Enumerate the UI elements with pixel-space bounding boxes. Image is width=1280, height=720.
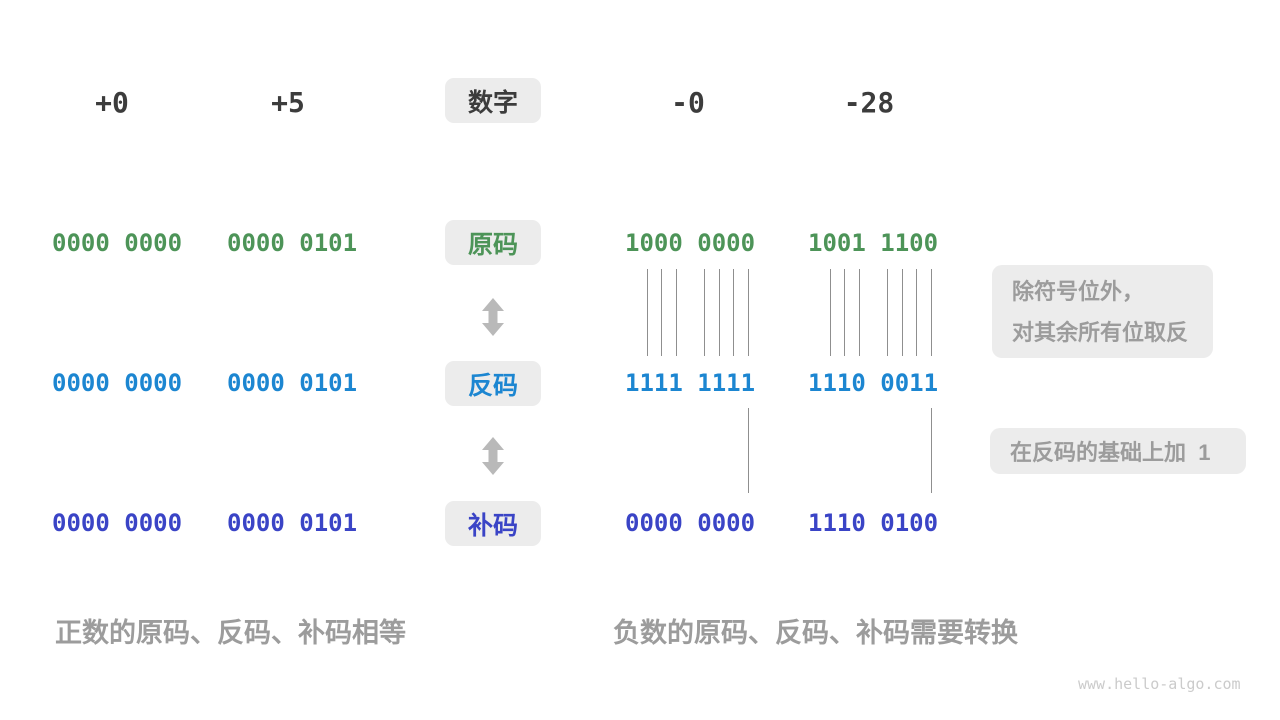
invert-annotation-line1: 除符号位外， [1012,279,1145,304]
bit-invert-line [829,269,831,356]
negative-caption: 负数的原码、反码、补码需要转换 [613,618,1018,648]
bit-invert-line [901,269,903,356]
number-label-plus0: +0 [95,86,129,119]
bit-invert-line [887,269,889,356]
bit-invert-line [844,269,846,356]
binary-value: 0000 0000 [52,369,183,397]
bit-invert-line [646,269,648,356]
binary-value: 1110 0011 [808,369,939,397]
carry-line [930,408,932,493]
bit-invert-line [916,269,918,356]
updown-arrow-icon [482,437,504,475]
bit-invert-line [733,269,735,356]
watermark: www.hello-algo.com [1078,675,1241,693]
binary-value: 1001 1100 [808,229,939,257]
bit-invert-line [661,269,663,356]
invert-annotation: 除符号位外， 对其余所有位取反 [992,265,1213,358]
twos-complement-badge: 补码 [445,501,541,546]
add-one-annotation: 在反码的基础上加 1 [990,428,1246,474]
binary-value: 0000 0000 [52,509,183,537]
add-one-annotation-text: 在反码的基础上加 1 [1010,440,1211,465]
updown-arrow-icon [482,298,504,336]
binary-value: 0000 0101 [227,369,358,397]
binary-value: 0000 0000 [52,229,183,257]
number-label-minus28: -28 [843,86,895,119]
bit-invert-line [675,269,677,356]
number-badge: 数字 [445,78,541,123]
carry-line [747,408,749,493]
binary-value: 0000 0000 [625,509,756,537]
invert-annotation-line2: 对其余所有位取反 [1012,320,1189,345]
bit-invert-line [930,269,932,356]
number-label-minus0: -0 [671,86,705,119]
sign-magnitude-badge: 原码 [445,220,541,265]
binary-value: 0000 0101 [227,229,358,257]
bit-invert-line [747,269,749,356]
binary-value: 1111 1111 [625,369,756,397]
binary-value: 1000 0000 [625,229,756,257]
positive-caption: 正数的原码、反码、补码相等 [55,618,406,648]
bit-invert-line [718,269,720,356]
number-label-plus5: +5 [271,86,305,119]
binary-value: 1110 0100 [808,509,939,537]
bit-invert-line [704,269,706,356]
binary-value: 0000 0101 [227,509,358,537]
ones-complement-badge: 反码 [445,361,541,406]
bit-invert-line [858,269,860,356]
